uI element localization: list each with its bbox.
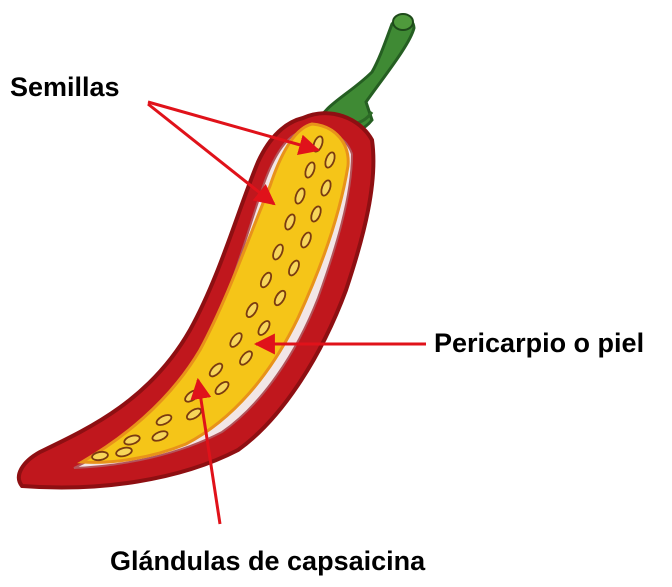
- label-pericarp: Pericarpio o piel: [434, 330, 644, 357]
- label-seeds: Semillas: [10, 74, 120, 101]
- label-capsaicin-glands: Glándulas de capsaicina: [110, 548, 425, 575]
